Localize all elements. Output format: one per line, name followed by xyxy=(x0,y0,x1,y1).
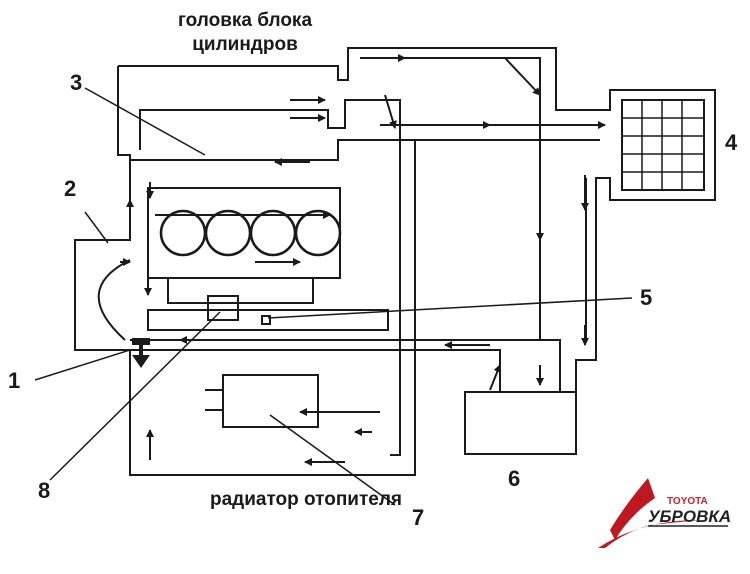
callout-6: 6 xyxy=(508,466,520,491)
pump-bypass-arc xyxy=(97,259,131,341)
right-loop-channel xyxy=(380,57,561,392)
callout-2: 2 xyxy=(64,176,76,201)
block-side-gallery xyxy=(147,309,389,331)
thermostat-box xyxy=(207,295,239,321)
callout-1: 1 xyxy=(8,368,20,393)
logo: TOYOTA УБРОВКА xyxy=(598,478,731,548)
lower-housing-outline xyxy=(74,66,416,476)
logo-main-text: УБРОВКА xyxy=(648,507,731,526)
head-inner-channel xyxy=(139,99,401,456)
radiator-grid xyxy=(622,100,704,190)
cylinder-head-outline xyxy=(118,47,716,455)
sensor-5 xyxy=(261,315,271,325)
expansion-tank xyxy=(464,391,577,455)
leader-lines xyxy=(34,87,633,506)
upper-crossover xyxy=(380,124,600,141)
cylinder-2 xyxy=(204,209,252,257)
cylinder-1 xyxy=(159,209,207,257)
cylinders xyxy=(159,209,342,257)
title-line2: цилиндров xyxy=(192,34,298,55)
callout-3: 3 xyxy=(70,70,82,95)
main-radiator xyxy=(621,99,705,191)
heater-radiator-stub xyxy=(205,389,223,411)
callout-7: 7 xyxy=(412,505,424,530)
bottom-caption: радиатор отопителя xyxy=(210,489,402,510)
pump-arrow xyxy=(132,338,150,368)
callout-4: 4 xyxy=(725,130,738,155)
logo-swoosh-icon xyxy=(610,478,655,540)
engine-block xyxy=(147,187,341,279)
heater-radiator xyxy=(222,374,319,428)
flow-arrows xyxy=(120,54,606,466)
cylinder-4 xyxy=(294,209,342,257)
callout-5: 5 xyxy=(640,285,652,310)
title-line1: головка блока xyxy=(178,10,312,31)
logo-top-text: TOYOTA xyxy=(667,496,708,507)
callout-8: 8 xyxy=(38,478,50,503)
block-lower-gallery xyxy=(167,277,314,304)
cylinder-3 xyxy=(249,209,297,257)
heater-return-line xyxy=(130,178,587,341)
